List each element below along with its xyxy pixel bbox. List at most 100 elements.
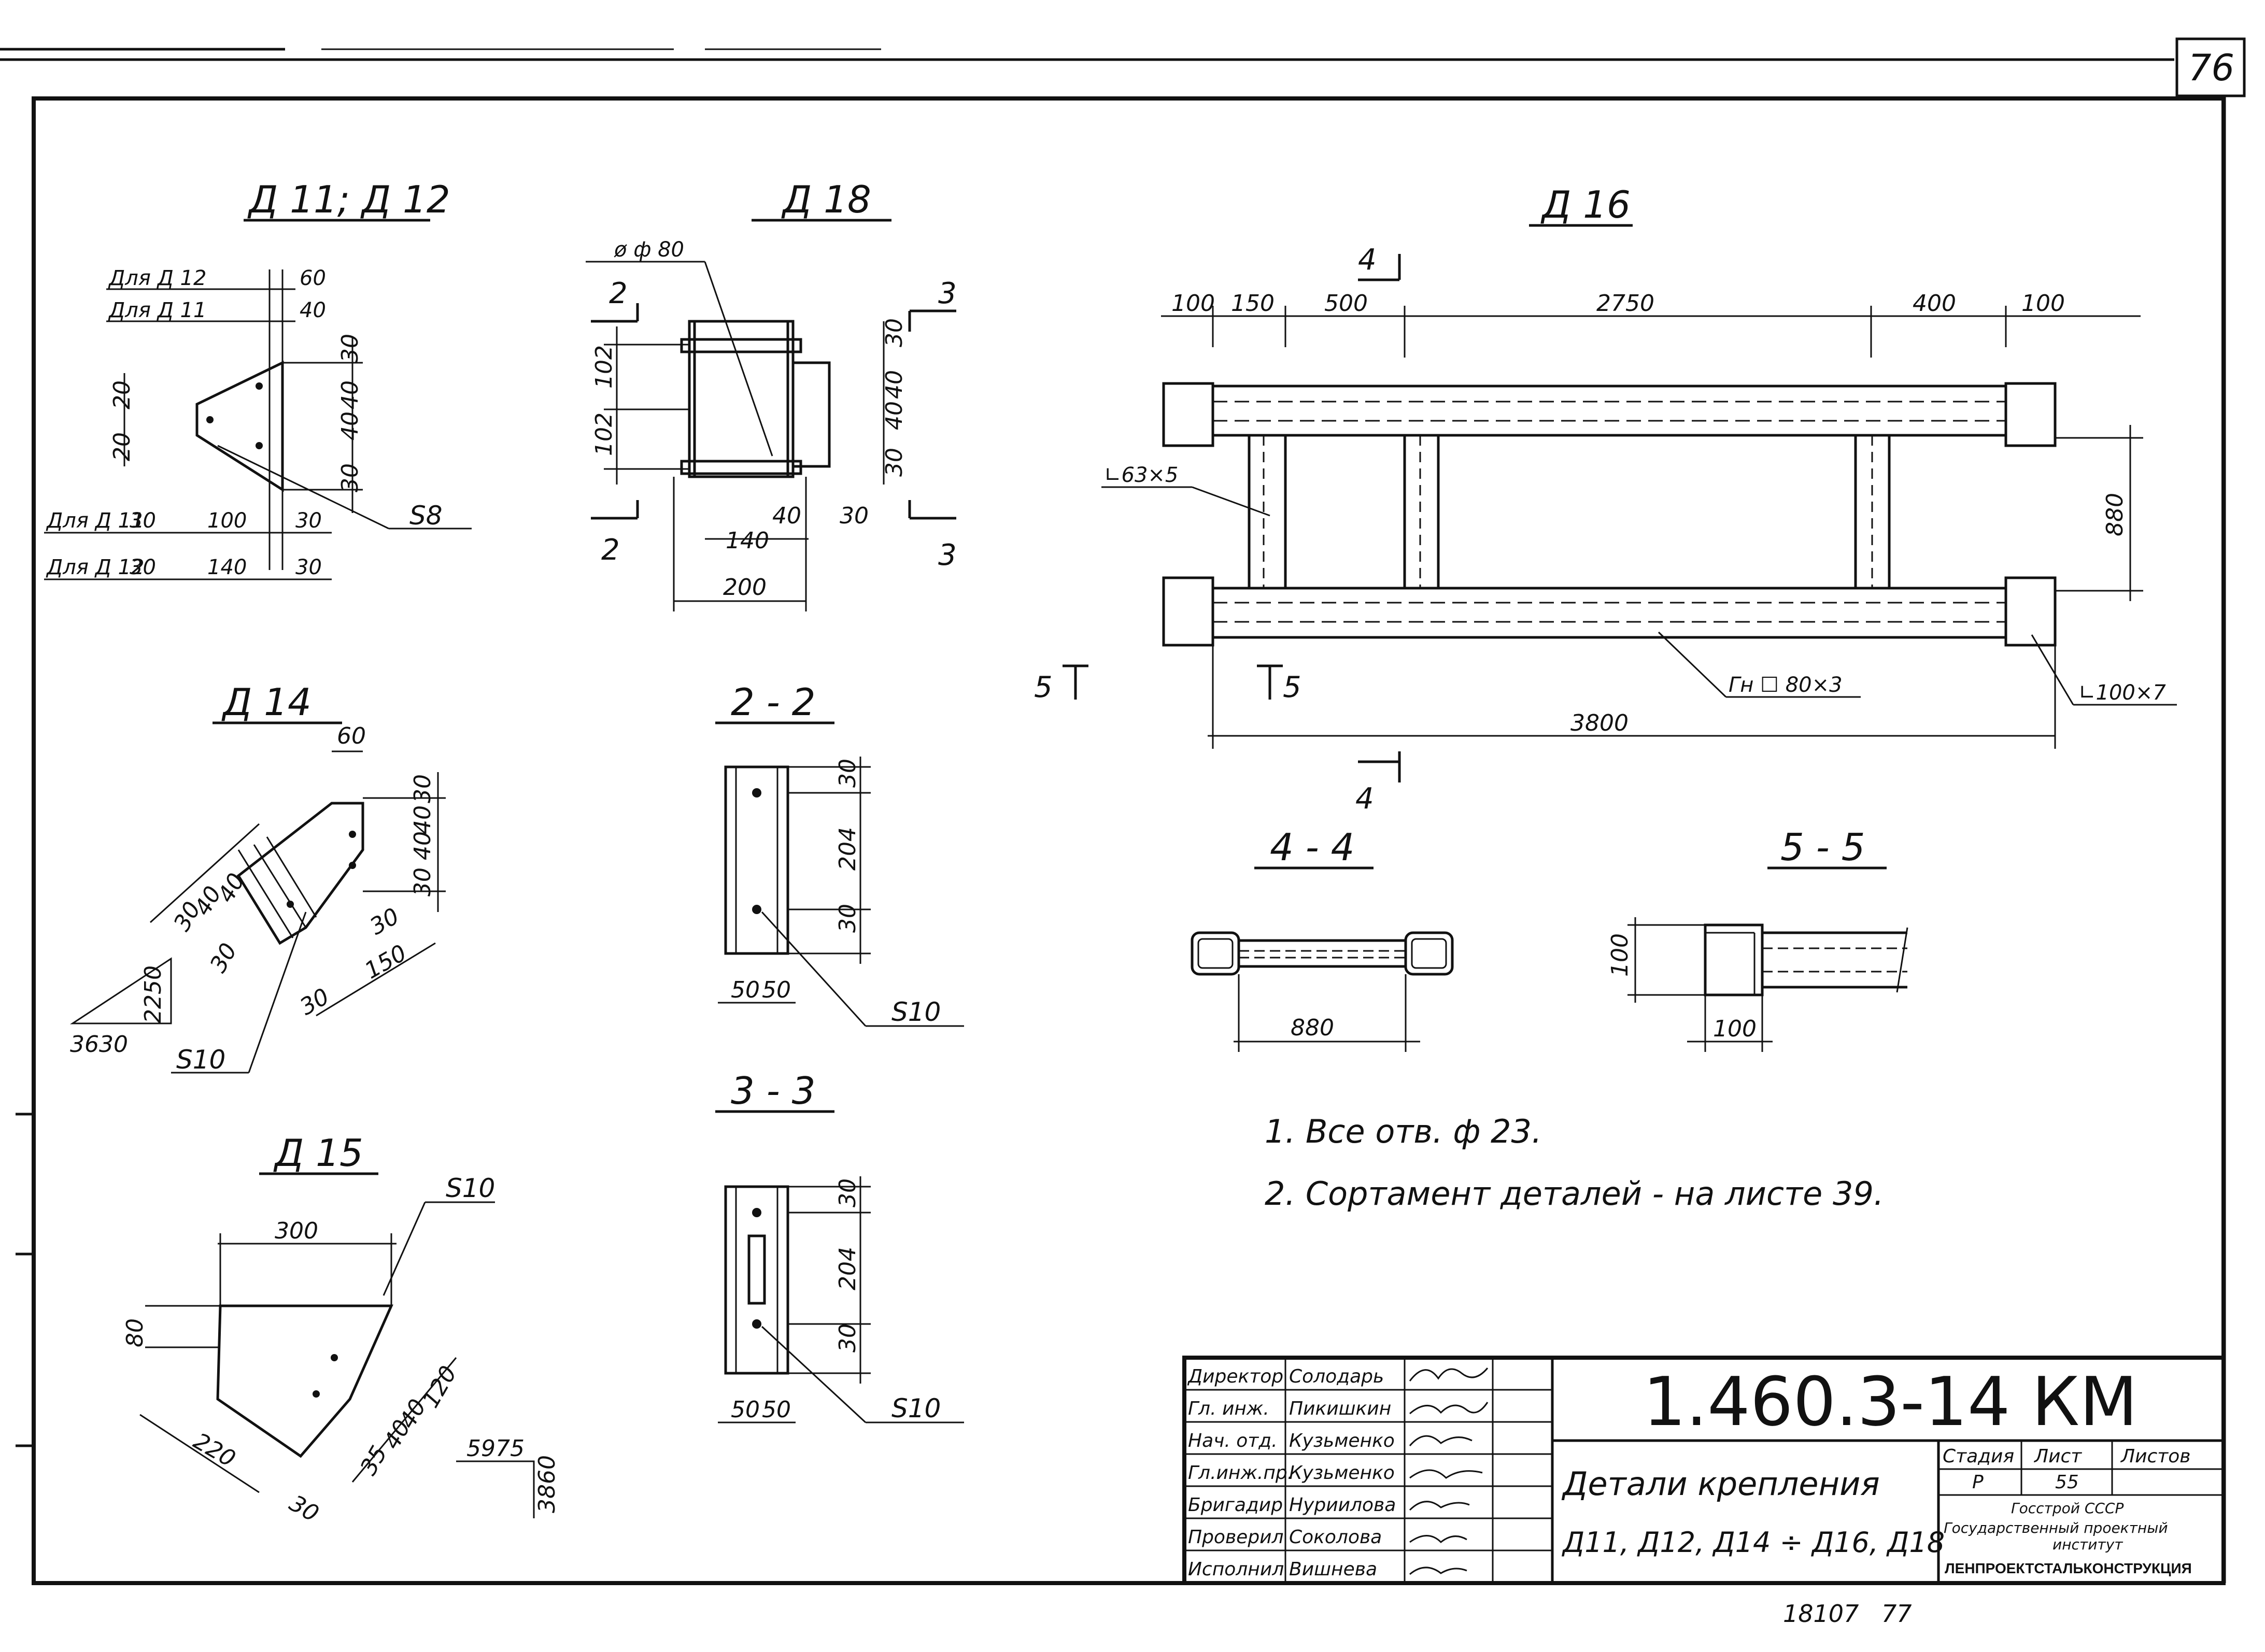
d15-dim-35: 35	[355, 1442, 392, 1480]
d18-dim-140: 140	[726, 528, 769, 554]
d18-cut-2-top: 2	[609, 277, 628, 310]
d11-d12-title: Д 11; Д 12	[247, 178, 450, 221]
section-3-3: 3 - 3 30 204 30 50 50 S10	[715, 1069, 964, 1423]
d14-title: Д 14	[221, 680, 312, 724]
section-4-4: 4 - 4 880	[1191, 825, 1454, 1052]
d14-dim-r4: 30	[409, 867, 436, 896]
d18-title: Д 18	[781, 178, 871, 221]
d15-dim-30: 30	[285, 1490, 323, 1527]
d14-dim-150: 150	[360, 939, 411, 984]
d15-dim-220: 220	[189, 1428, 240, 1472]
detail-d18: Д 18 ø ф 80 102 102 30 40 40 30 40 30 14…	[586, 178, 957, 611]
d16-length: 3800	[1570, 710, 1629, 736]
tb-sheet-header: Лист	[2033, 1446, 2082, 1467]
tb-org-1: Госстрой СССР	[2011, 1500, 2124, 1517]
d16-dim-400: 400	[1913, 290, 1956, 317]
d11-d12-row-d11-v1: 30	[130, 509, 156, 533]
s22-dim-2: 204	[834, 827, 861, 871]
d16-dim-500: 500	[1324, 290, 1368, 317]
bottom-code-1: 18107	[1783, 1600, 1859, 1628]
d16-title: Д 16	[1540, 183, 1631, 226]
s55-title: 5 - 5	[1780, 825, 1865, 869]
tb-title-2: Д11, Д12, Д14 ÷ Д16, Д18	[1562, 1526, 1945, 1559]
d18-dim-r2: 40	[881, 370, 908, 399]
tb-title-1: Детали крепления	[1561, 1465, 1880, 1503]
d15-slope-h: 3860	[534, 1455, 560, 1513]
d15-dim-300: 300	[275, 1218, 318, 1244]
d14-dim-r1: 30	[409, 774, 436, 803]
d18-dim-r1: 30	[881, 318, 908, 347]
d11-d12-for-d12: Для Д 12	[108, 266, 206, 290]
detail-d16: Д 16 100 150 500 2750 400 100 ∟6	[1034, 183, 2177, 816]
d18-dim-l2: 102	[591, 412, 617, 456]
d16-height: 880	[2102, 493, 2128, 536]
d16-cut-4-top: 4	[1358, 243, 1377, 277]
tb-sheet-value: 55	[2055, 1472, 2079, 1493]
tb-org-2: Государственный проектный	[1944, 1519, 2168, 1536]
sheet-frame	[0, 37, 2246, 1585]
tb-name-5: Нуриилова	[1289, 1494, 1396, 1516]
bottom-code-2: 77	[1881, 1600, 1912, 1628]
s33-dim-1: 30	[834, 1178, 861, 1207]
sheet-number: 76	[2188, 47, 2234, 89]
tb-name-1: Солодарь	[1289, 1366, 1384, 1387]
d11-d12-row-d12-v2: 140	[207, 556, 247, 579]
d16-cut-4-bottom: 4	[1355, 782, 1374, 816]
s33-bottom-2: 50	[762, 1397, 791, 1423]
d16-angle-left: ∟63×5	[1104, 463, 1178, 487]
s33-dim-3: 30	[834, 1323, 861, 1352]
tb-name-4: Кузьменко	[1289, 1462, 1395, 1484]
d11-d12-row-d12-label: Для Д 12	[46, 556, 144, 579]
d16-dim-150: 150	[1231, 290, 1275, 317]
d15-plate: S10	[446, 1173, 495, 1203]
d11-d12-dim-l1: 20	[109, 432, 135, 461]
d18-dim-r3: 40	[881, 401, 908, 430]
tb-role-1: Директор	[1187, 1366, 1283, 1387]
d11-d12-row-d12-v3: 30	[295, 556, 322, 579]
tb-stage-header: Стадия	[1943, 1446, 2014, 1467]
d16-dim-100b: 100	[2021, 290, 2065, 317]
s33-bottom-1: 50	[731, 1397, 760, 1423]
d11-d12-row-d11-label: Для Д 11	[46, 509, 144, 533]
d16-cut-5-left: 5	[1034, 671, 1053, 704]
tb-role-2: Гл. инж.	[1188, 1398, 1269, 1419]
d14-dim-30: 30	[365, 903, 404, 940]
d18-cut-3-top: 3	[938, 277, 957, 310]
detail-d14: Д 14 60 30 40 40 30 30 40 40 30 30 150 3…	[69, 680, 446, 1075]
d11-d12-plate: S8	[409, 501, 443, 531]
d11-d12-row-d11-v2: 100	[207, 509, 247, 533]
d14-dim-60: 60	[337, 723, 366, 749]
d16-cut-5-right: 5	[1283, 671, 1301, 704]
d16-dim-100a: 100	[1171, 290, 1215, 317]
d14-dim-30b: 30	[295, 983, 334, 1020]
tb-role-7: Исполнил	[1188, 1559, 1284, 1580]
notes: 1. Все отв. ф 23. 2. Сортамент деталей -…	[1265, 1113, 1884, 1213]
signatures	[1409, 1368, 1489, 1575]
d16-angle-right: ∟100×7	[2078, 681, 2166, 705]
s55-dim-v: 100	[1607, 933, 1633, 977]
s22-plate: S10	[891, 997, 941, 1027]
d14-dim-d4: 30	[205, 939, 242, 977]
tb-org-3: институт	[2052, 1536, 2123, 1553]
note-1: 1. Все отв. ф 23.	[1265, 1113, 1542, 1150]
d15-slope-w: 5975	[466, 1435, 525, 1462]
d11-d12-dim-40: 40	[300, 298, 326, 322]
s22-bottom-2: 50	[762, 977, 791, 1003]
s33-dim-2: 204	[834, 1247, 861, 1290]
tb-role-3: Нач. отд.	[1188, 1430, 1278, 1451]
note-2: 2. Сортамент деталей - на листе 39.	[1265, 1175, 1884, 1213]
d18-cut-3-bottom: 3	[938, 538, 957, 572]
tb-stage-value: Р	[1972, 1472, 1984, 1493]
tb-code: 1.460.3-14 КМ	[1643, 1362, 2137, 1441]
d18-dim-200: 200	[723, 574, 767, 601]
tb-name-6: Соколова	[1289, 1527, 1382, 1548]
d15-title: Д 15	[273, 1131, 363, 1175]
s33-plate: S10	[891, 1393, 941, 1423]
tb-role-6: Проверил	[1188, 1527, 1284, 1548]
d11-d12-dim-60: 60	[300, 266, 326, 290]
s22-dim-1: 30	[834, 759, 861, 788]
d14-dim-r3: 40	[409, 831, 436, 860]
tb-role-4: Гл.инж.пр.	[1188, 1462, 1293, 1484]
d11-d12-row-d11-v3: 30	[295, 509, 322, 533]
